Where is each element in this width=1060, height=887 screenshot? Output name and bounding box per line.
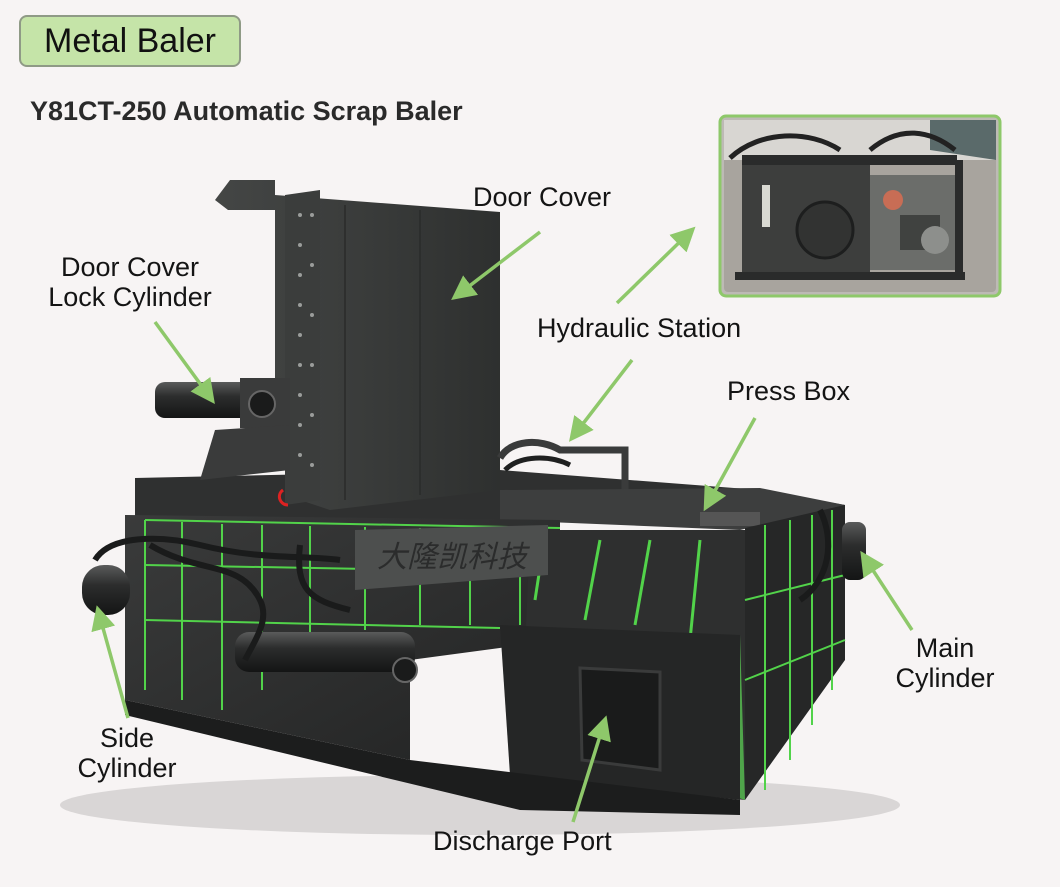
label-press-box: Press Box [727, 376, 851, 406]
discharge-port-part [578, 666, 662, 772]
main-cylinder-arrow [860, 550, 914, 631]
label-door-cover: Door Cover [473, 182, 612, 212]
label-main-line2: Cylinder [895, 663, 995, 693]
label-door-lock-cylinder: Door Cover Lock Cylinder [30, 252, 230, 312]
hydraulic-machine-arrow [569, 358, 634, 442]
door-cover-arrow [451, 230, 542, 300]
side-cylinder-part [82, 565, 418, 683]
side-cylinder-arrow [91, 605, 130, 719]
label-side-cylinder: Side Cylinder [62, 723, 192, 783]
door-lock-cylinder-part [155, 378, 290, 480]
hydraulic-station-inset [718, 114, 1002, 298]
category-badge: Metal Baler [19, 15, 241, 67]
label-side-line1: Side [99, 723, 155, 753]
label-door-lock-line1: Door Cover [60, 252, 200, 282]
label-side-line2: Cylinder [77, 753, 177, 783]
brand-plate-text: 大隆凯科技 [377, 540, 530, 575]
hydraulic-inset-arrow [615, 226, 696, 305]
brand-plate [355, 525, 548, 590]
baler-machine: 大隆凯科技 [82, 180, 866, 815]
discharge-port-arrow [571, 715, 611, 823]
product-title: Y81CT-250 Automatic Scrap Baler [30, 96, 463, 126]
callout-arrows [91, 226, 914, 823]
label-hydraulic-station: Hydraulic Station [537, 313, 742, 343]
press-box-arrow [703, 417, 757, 512]
label-door-lock-line2: Lock Cylinder [48, 282, 212, 312]
label-main-cylinder: Main Cylinder [880, 633, 1010, 693]
main-cylinder-part [842, 522, 866, 580]
door-lock-arrow [153, 320, 215, 404]
label-main-line1: Main [915, 633, 975, 663]
label-discharge-port: Discharge Port [433, 826, 612, 856]
